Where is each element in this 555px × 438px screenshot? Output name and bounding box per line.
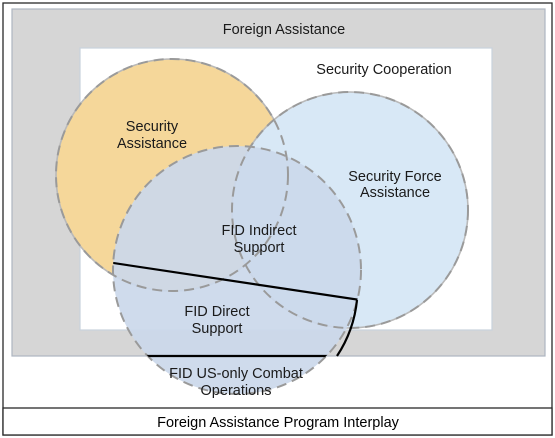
security-force-assistance-label-line1: Security Force xyxy=(348,169,441,185)
fid-direct-label-line1: FID Direct xyxy=(184,304,249,320)
security-assistance-dashed-outline xyxy=(55,58,289,292)
fid-dashed-outline xyxy=(112,145,362,395)
security-force-assistance-label-line2: Assistance xyxy=(360,185,430,201)
fid-combat-label-line1: FID US-only Combat xyxy=(169,366,303,382)
caption-bar xyxy=(2,407,553,436)
security-assistance-label-line1: Security xyxy=(126,119,179,135)
security-assistance-label-line2: Assistance xyxy=(117,136,187,152)
fid-direct-arc xyxy=(336,299,359,357)
figure-caption: Foreign Assistance Program Interplay xyxy=(157,415,400,431)
foreign-assistance-label: Foreign Assistance xyxy=(223,22,346,38)
fid-direct-label-line2: Support xyxy=(192,321,243,337)
fid-indirect-label-line1: FID Indirect xyxy=(222,223,297,239)
fid-indirect-label-line2: Support xyxy=(234,240,285,256)
fid-combat-label-line2: Operations xyxy=(201,383,272,399)
fid-indirect-direct-divider xyxy=(113,259,361,305)
security-cooperation-label: Security Cooperation xyxy=(316,62,451,78)
